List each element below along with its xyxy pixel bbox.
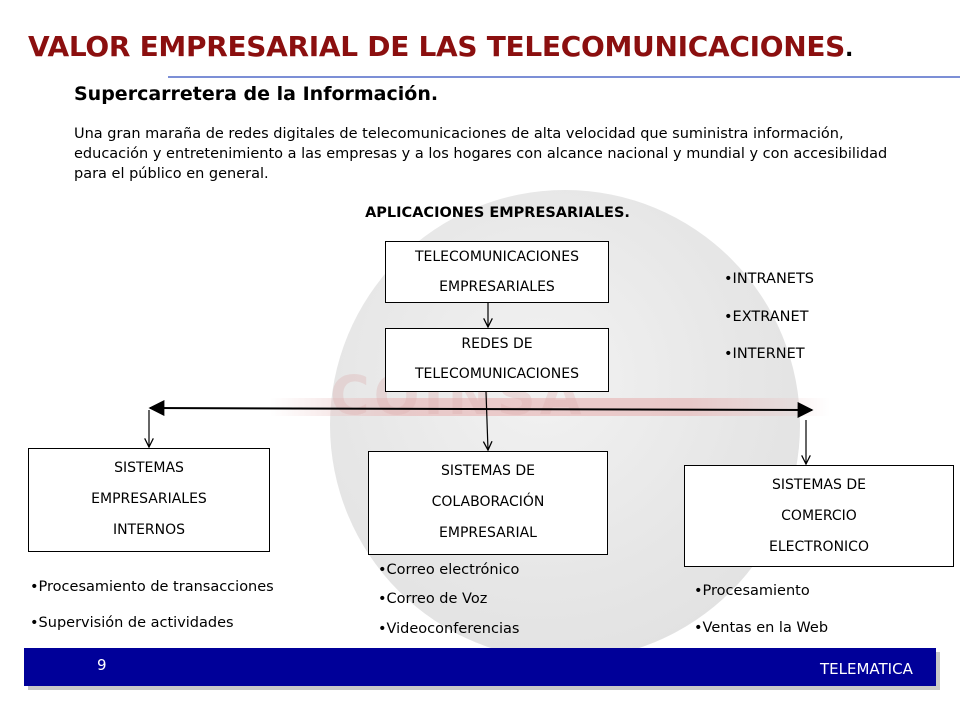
slide-title: VALOR EMPRESARIAL DE LAS TELECOMUNICACIO… (28, 30, 853, 63)
node-label-line: ELECTRONICO (769, 539, 869, 555)
page-number: 9 (97, 656, 107, 674)
list-item: •Ventas en la Web (694, 620, 829, 636)
list-item: •INTRANETS (724, 271, 815, 287)
node-label-line: REDES DE (461, 336, 533, 352)
connector-network-to-collab (486, 391, 488, 450)
title-underline (168, 76, 960, 78)
node-telecom-empresariales: TELECOMUNICACIONES EMPRESARIALES (385, 241, 609, 303)
node-redes-telecom: REDES DE TELECOMUNICACIONES (385, 328, 609, 392)
node-label-line: COMERCIO (781, 508, 857, 524)
slide-subtitle: Supercarretera de la Información. (74, 83, 439, 105)
node-label-line: EMPRESARIALES (91, 491, 207, 507)
footer-bar (24, 648, 936, 686)
list-item: •EXTRANET (724, 309, 809, 325)
list-item: •Procesamiento de transacciones (30, 579, 274, 595)
slide-title-text: VALOR EMPRESARIAL DE LAS TELECOMUNICACIO… (28, 30, 846, 63)
list-item: •INTERNET (724, 346, 805, 362)
node-label-line: TELECOMUNICACIONES (414, 366, 579, 382)
diagram-heading: APLICACIONES EMPRESARIALES. (365, 205, 630, 221)
node-sistemas-colaboracion: SISTEMAS DE COLABORACIÓN EMPRESARIAL (368, 451, 608, 555)
node-label-line: INTERNOS (112, 522, 186, 538)
node-sistemas-comercio: SISTEMAS DE COMERCIO ELECTRONICO (684, 465, 954, 567)
slide-description: Una gran maraña de redes digitales de te… (74, 126, 888, 182)
node-label-line: SISTEMAS DE (772, 477, 866, 493)
node-label-line: EMPRESARIAL (439, 525, 537, 541)
list-item: •Correo de Voz (378, 591, 488, 607)
node-label-line: EMPRESARIALES (439, 279, 555, 295)
footer-label: TELEMATICA (820, 660, 913, 678)
list-item: •Correo electrónico (378, 562, 520, 578)
list-item: •Supervisión de actividades (30, 615, 234, 631)
node-sistemas-internos: SISTEMAS EMPRESARIALES INTERNOS (28, 448, 270, 552)
node-label-line: SISTEMAS DE (441, 463, 535, 479)
list-item: •Procesamiento (694, 583, 810, 599)
slide-title-period: . (845, 37, 854, 62)
list-item: •Videoconferencias (378, 621, 520, 637)
node-label-line: COLABORACIÓN (431, 494, 545, 510)
connector-horizontal-bus (148, 400, 814, 418)
node-label-line: TELECOMUNICACIONES (414, 249, 579, 265)
node-label-line: SISTEMAS (114, 460, 184, 476)
